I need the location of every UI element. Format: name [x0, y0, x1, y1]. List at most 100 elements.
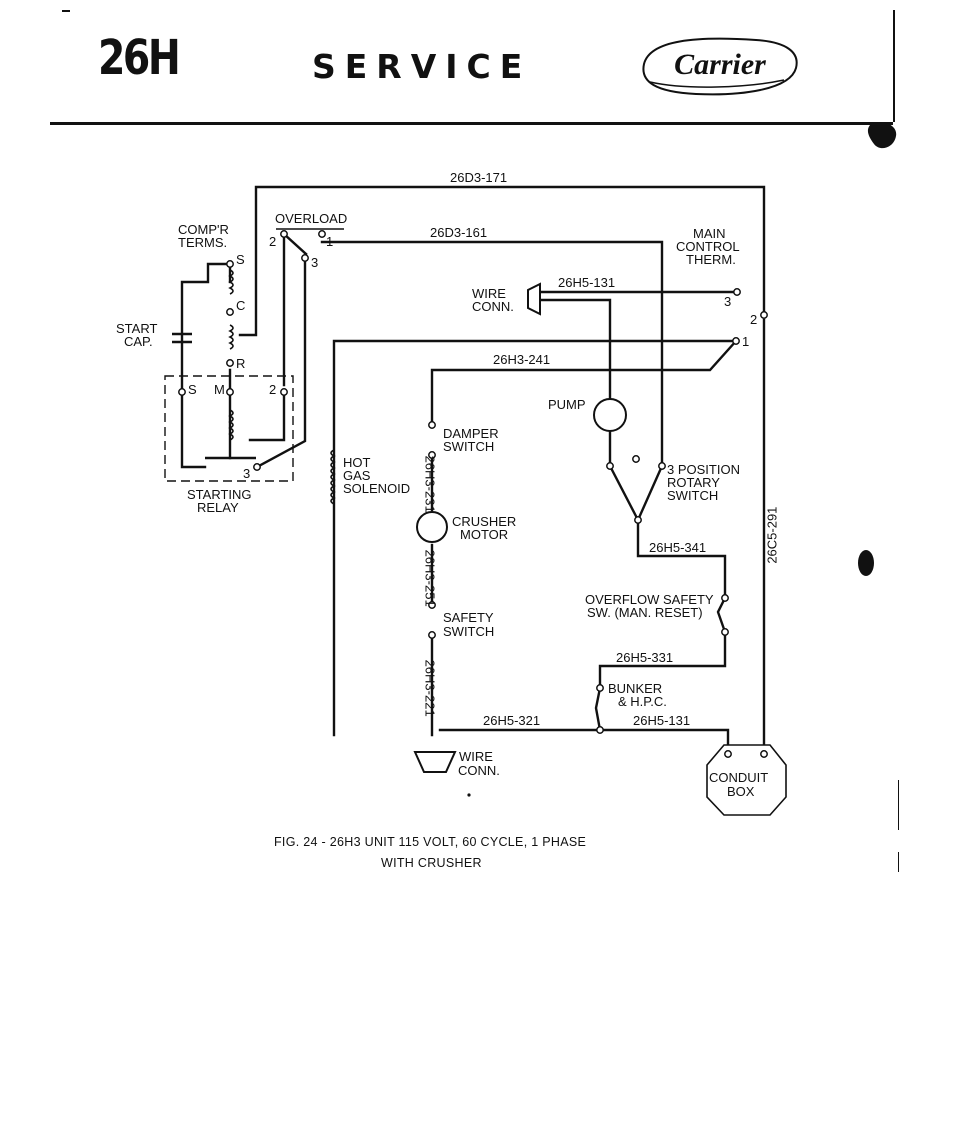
terminal-c	[226, 308, 234, 316]
bunker-switch-blade	[594, 686, 602, 732]
label-relay-2: 2	[269, 382, 277, 397]
overflow-terminal-bottom	[721, 628, 729, 636]
label-hot-gas-1: HOT	[343, 455, 371, 470]
label-therm-3: 3	[724, 294, 732, 309]
edge-blob-top	[867, 122, 897, 149]
label-overload: OVERLOAD	[275, 211, 348, 226]
label-hot-gas-2: GAS	[343, 468, 371, 483]
relay-terminal-3	[253, 463, 261, 471]
conduit-terminal-right	[760, 750, 768, 758]
label-rotary-2: ROTARY	[667, 475, 720, 490]
wire-start-cap	[180, 262, 232, 392]
label-starting-relay-1: STARTING	[187, 487, 252, 502]
label-starting-relay-2: RELAY	[197, 500, 239, 515]
brand-name: Carrier	[674, 48, 766, 81]
label-bunker-2: & H.P.C.	[618, 694, 667, 709]
label-rotary-3: SWITCH	[667, 488, 719, 503]
wire-26d3-171	[238, 185, 766, 337]
crusher-motor	[416, 511, 448, 543]
label-wire-conn-top-1: WIRE	[472, 286, 506, 301]
label-bunker-1: BUNKER	[608, 681, 663, 696]
wire-conn-top-to-pump	[538, 298, 612, 468]
label-comp-terms-1: COMP'R	[178, 222, 229, 237]
figure-caption-line-2: WITH CRUSHER	[381, 856, 482, 870]
wire-hot-gas-loop	[332, 339, 739, 737]
wire-label-26d3-171: 26D3-171	[450, 170, 508, 185]
therm-terminal-3	[733, 288, 741, 296]
label-therm-2: 2	[750, 312, 758, 327]
conduit-terminal-left	[724, 750, 732, 758]
overload-terminal-2	[280, 230, 288, 238]
relay-coil	[228, 409, 234, 441]
overflow-terminal-top	[721, 594, 729, 602]
header-rule	[50, 122, 893, 125]
label-main-therm-1: MAIN	[693, 226, 726, 241]
label-damper-2: SWITCH	[443, 439, 495, 454]
overload-switch-blade	[282, 232, 308, 256]
model-number: 26H	[98, 30, 181, 86]
relay-terminal-s	[178, 388, 186, 396]
wire-26h5-341	[636, 518, 727, 600]
rotary-terminal-center	[632, 455, 640, 463]
edge-blob-middle	[858, 550, 874, 576]
margin-mark-right-2	[898, 852, 899, 872]
hot-gas-solenoid-coil	[330, 449, 336, 505]
label-safety-1: SAFETY	[443, 610, 494, 625]
run-winding	[228, 324, 234, 350]
overflow-switch-blade	[716, 596, 727, 634]
label-comp-terms-2: TERMS.	[178, 235, 228, 250]
carrier-logo: Carrier	[642, 37, 798, 96]
wire-connector-bottom	[413, 751, 457, 773]
label-crusher-2: MOTOR	[460, 527, 509, 542]
wire-relay-s	[180, 388, 207, 469]
label-rotary-1: 3 POSITION	[667, 462, 740, 477]
corner-mark-top-right	[893, 10, 895, 122]
label-start-cap-1: START	[116, 321, 158, 336]
label-ol-3: 3	[311, 255, 319, 270]
wire-overload-3	[255, 258, 307, 469]
wire-label-26h3-221: 26H3-221	[422, 659, 438, 717]
terminal-r	[226, 359, 234, 367]
bunker-terminal-bottom	[596, 726, 604, 734]
rotary-terminal-common	[634, 516, 642, 524]
overload-terminal-3	[301, 254, 309, 262]
label-damper-1: DAMPER	[443, 426, 499, 441]
conduit-box	[706, 744, 787, 816]
terminal-s	[226, 260, 234, 268]
corner-mark-top-left	[62, 10, 70, 12]
wire-relay-2	[248, 390, 286, 442]
start-winding	[228, 269, 234, 295]
label-main-therm-3: THERM.	[686, 252, 736, 267]
damper-terminal-bottom	[428, 451, 436, 459]
stray-dot	[467, 793, 471, 797]
bunker-terminal-top	[596, 684, 604, 692]
therm-terminal-1	[732, 337, 740, 345]
label-pump: PUMP	[548, 397, 586, 412]
rotary-switch-arm	[608, 464, 664, 523]
wire-label-26h5-331: 26H5-331	[616, 650, 674, 665]
safety-terminal-top	[428, 601, 436, 609]
safety-terminal-bottom	[428, 631, 436, 639]
wire-label-26d3-161: 26D3-161	[430, 225, 488, 240]
label-wire-conn-bottom-2: CONN.	[458, 763, 500, 778]
therm-terminal-2	[760, 311, 768, 319]
rotary-terminal-right	[658, 462, 666, 470]
wire-label-26h5-341: 26H5-341	[649, 540, 707, 555]
relay-terminal-2	[280, 388, 288, 396]
label-crusher-1: CRUSHER	[452, 514, 517, 529]
label-term-c: C	[236, 298, 246, 313]
wire-label-26h3-251: 26H3-251	[422, 549, 438, 607]
label-conduit-1: CONDUIT	[709, 770, 769, 785]
wire-26d3-161	[320, 240, 664, 468]
wire-label-26h5-131-top: 26H5-131	[558, 275, 616, 290]
label-overflow-2: SW. (MAN. RESET)	[587, 605, 703, 620]
damper-terminal-top	[428, 421, 436, 429]
label-main-therm-2: CONTROL	[676, 239, 740, 254]
label-ol-1: 1	[326, 234, 334, 249]
wire-label-26h3-241: 26H3-241	[493, 352, 551, 367]
label-wire-conn-top-2: CONN.	[472, 299, 514, 314]
relay-terminal-m	[226, 388, 234, 396]
margin-mark-right-1	[898, 780, 899, 830]
label-wire-conn-bottom-1: WIRE	[459, 749, 493, 764]
